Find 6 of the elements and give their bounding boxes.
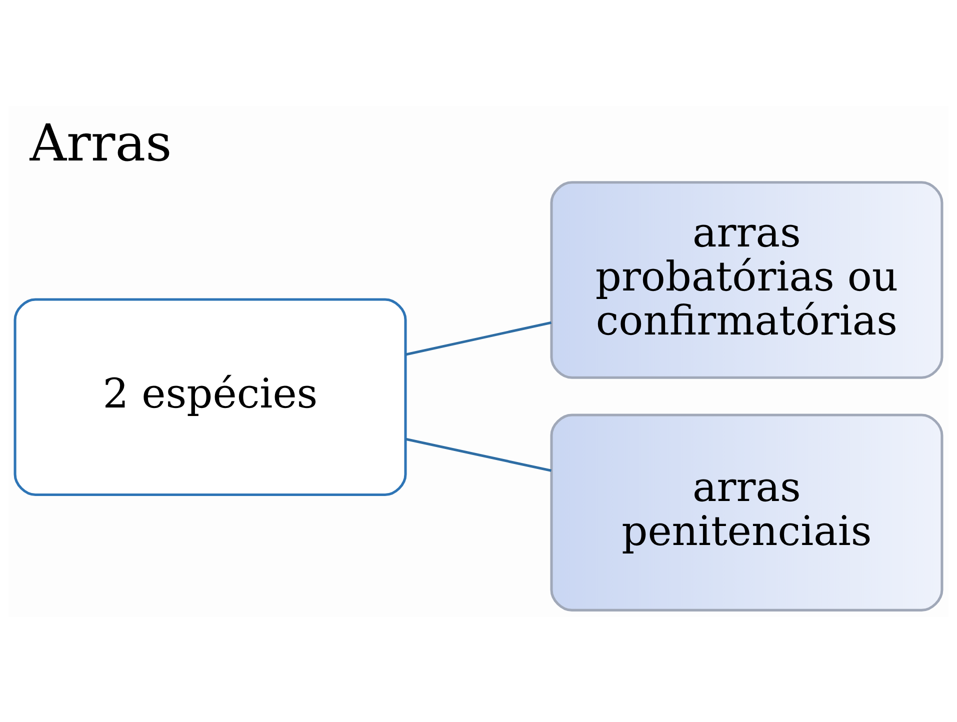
connector (406, 320, 552, 356)
node-box: 2 espécies (14, 298, 407, 496)
diagram-title: Arras (30, 114, 172, 173)
node-box: arras penitenciais (550, 413, 944, 611)
connector (406, 437, 552, 472)
node-box: arras probatórias ou confirmatórias (550, 180, 944, 378)
